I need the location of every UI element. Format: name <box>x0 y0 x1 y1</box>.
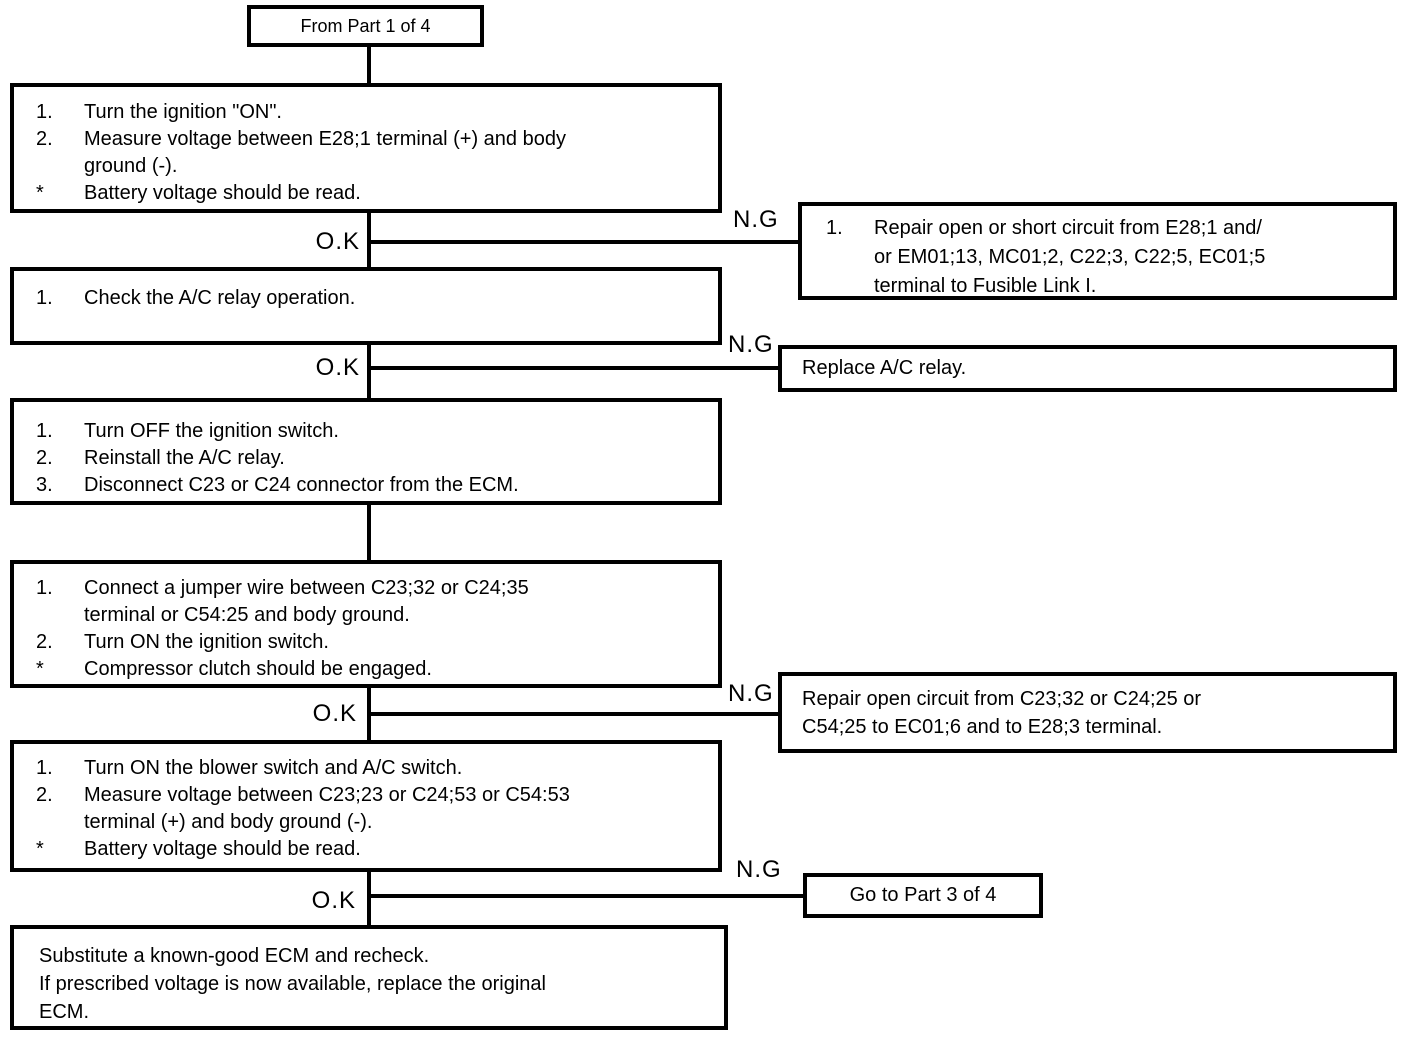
row-text: terminal (+) and body ground (-). <box>84 811 373 833</box>
row-marker: 3. <box>36 474 53 496</box>
ng1-box: 1. Repair open or short circuit from E28;… <box>798 202 1397 300</box>
row-marker: 2. <box>36 128 53 150</box>
text-row: * Compressor clutch should be engaged. <box>36 656 712 683</box>
ng-label-1: N.G <box>733 206 779 233</box>
text-row: * Battery voltage should be read. <box>36 180 712 207</box>
text-row: 1. Turn the ignition "ON". <box>36 99 712 126</box>
row-text: C54;25 to EC01;6 and to E28;3 terminal. <box>802 716 1163 738</box>
row-text: Turn ON the blower switch and A/C switch… <box>84 757 463 779</box>
text-row: ECM. <box>39 998 718 1026</box>
step2-box: 1. Check the A/C relay operation. <box>10 267 722 345</box>
row-text: Repair open or short circuit from E28;1 … <box>874 217 1262 239</box>
ng-label-4: N.G <box>736 856 782 883</box>
text-row: 3. Disconnect C23 or C24 connector from t… <box>36 472 712 499</box>
text-row: 2. Reinstall the A/C relay. <box>36 445 712 472</box>
text-row: Substitute a known-good ECM and recheck. <box>39 942 718 970</box>
row-marker: * <box>36 658 44 680</box>
row-text: Measure voltage between E28;1 terminal (… <box>84 128 566 150</box>
connector-start-step1 <box>367 47 371 83</box>
text-row: ground (-). <box>36 153 712 180</box>
connector-step2-step3 <box>367 345 371 398</box>
row-marker: 1. <box>36 577 53 599</box>
text-row: 2. Turn ON the ignition switch. <box>36 629 712 656</box>
row-text: terminal to Fusible Link I. <box>874 275 1097 297</box>
row-marker <box>826 243 874 272</box>
row-marker: 1. <box>826 217 843 239</box>
text-row: terminal (+) and body ground (-). <box>36 809 712 836</box>
ng4-text: Go to Part 3 of 4 <box>849 884 997 906</box>
row-marker: 2. <box>36 631 53 653</box>
ng3-box: Repair open circuit from C23;32 or C24;2… <box>778 672 1397 753</box>
ng4-box: Go to Part 3 of 4 <box>803 873 1043 918</box>
ok-label-4: O.K <box>311 887 356 914</box>
text-row: 1. Repair open or short circuit from E28;… <box>826 214 1387 243</box>
final-box: Substitute a known-good ECM and recheck.… <box>10 925 728 1030</box>
row-text: terminal or C54:25 and body ground. <box>84 604 410 626</box>
step1-box: 1. Turn the ignition "ON". 2. Measure volta… <box>10 83 722 213</box>
row-text: or EM01;13, MC01;2, C22;3, C22;5, EC01;5 <box>874 246 1266 268</box>
text-row: * Battery voltage should be read. <box>36 836 712 863</box>
row-text: Measure voltage between C23;23 or C24;53… <box>84 784 570 806</box>
row-text: Connect a jumper wire between C23;32 or … <box>84 577 529 599</box>
row-marker: 1. <box>36 420 53 442</box>
text-row: or EM01;13, MC01;2, C22;3, C22;5, EC01;5 <box>826 243 1387 272</box>
row-marker: 1. <box>36 287 53 309</box>
ok-label-3: O.K <box>312 700 357 727</box>
text-row: terminal to Fusible Link I. <box>826 272 1387 301</box>
row-text: Reinstall the A/C relay. <box>84 447 285 469</box>
row-marker <box>826 272 874 301</box>
connector-step5-final <box>367 872 371 925</box>
row-text: If prescribed voltage is now available, … <box>39 973 546 995</box>
text-row: terminal or C54:25 and body ground. <box>36 602 712 629</box>
branch-step4-ng3 <box>367 712 778 716</box>
row-text: Turn OFF the ignition switch. <box>84 420 339 442</box>
ng2-box: Replace A/C relay. <box>778 345 1397 392</box>
branch-step5-ng4 <box>367 894 803 898</box>
row-marker: * <box>36 838 44 860</box>
row-text: Repair open circuit from C23;32 or C24;2… <box>802 688 1202 710</box>
text-row: 1. Check the A/C relay operation. <box>36 285 712 312</box>
text-row: 2. Measure voltage between E28;1 terminal… <box>36 126 712 153</box>
connector-step3-step4 <box>367 505 371 560</box>
start-label: From Part 1 of 4 <box>300 15 431 36</box>
text-row: 2. Measure voltage between C23;23 or C24;… <box>36 782 712 809</box>
row-text: Turn ON the ignition switch. <box>84 631 329 653</box>
row-marker: 2. <box>36 447 53 469</box>
ok-label-2: O.K <box>315 354 360 381</box>
row-text: Compressor clutch should be engaged. <box>84 658 432 680</box>
ok-label-1: O.K <box>315 228 360 255</box>
text-row: 1. Connect a jumper wire between C23;32 o… <box>36 575 712 602</box>
row-marker: * <box>36 182 44 204</box>
text-row: C54;25 to EC01;6 and to E28;3 terminal. <box>802 713 1387 741</box>
start-box: From Part 1 of 4 <box>247 5 484 47</box>
row-text: Check the A/C relay operation. <box>84 287 356 309</box>
step3-box: 1. Turn OFF the ignition switch. 2. Reinsta… <box>10 398 722 505</box>
row-text: ECM. <box>39 1001 89 1023</box>
step5-box: 1. Turn ON the blower switch and A/C swit… <box>10 740 722 872</box>
row-marker <box>36 602 84 629</box>
text-row: If prescribed voltage is now available, … <box>39 970 718 998</box>
branch-step1-ng1 <box>367 240 798 244</box>
row-marker: 1. <box>36 101 53 123</box>
row-text: Disconnect C23 or C24 connector from the… <box>84 474 519 496</box>
row-text: ground (-). <box>84 155 178 177</box>
row-marker: 2. <box>36 784 53 806</box>
step4-box: 1. Connect a jumper wire between C23;32 o… <box>10 560 722 688</box>
text-row: 1. Turn ON the blower switch and A/C swit… <box>36 755 712 782</box>
row-text: Battery voltage should be read. <box>84 838 361 860</box>
row-text: Turn the ignition "ON". <box>84 101 282 123</box>
text-row: Repair open circuit from C23;32 or C24;2… <box>802 685 1387 713</box>
row-text: Substitute a known-good ECM and recheck. <box>39 945 430 967</box>
row-marker: 1. <box>36 757 53 779</box>
row-text: Battery voltage should be read. <box>84 182 361 204</box>
ng-label-2: N.G <box>728 331 774 358</box>
branch-step2-ng2 <box>367 366 778 370</box>
ng2-text: Replace A/C relay. <box>802 357 967 379</box>
row-marker <box>36 153 84 180</box>
ng-label-3: N.G <box>728 680 774 707</box>
row-marker <box>36 809 84 836</box>
text-row: 1. Turn OFF the ignition switch. <box>36 418 712 445</box>
